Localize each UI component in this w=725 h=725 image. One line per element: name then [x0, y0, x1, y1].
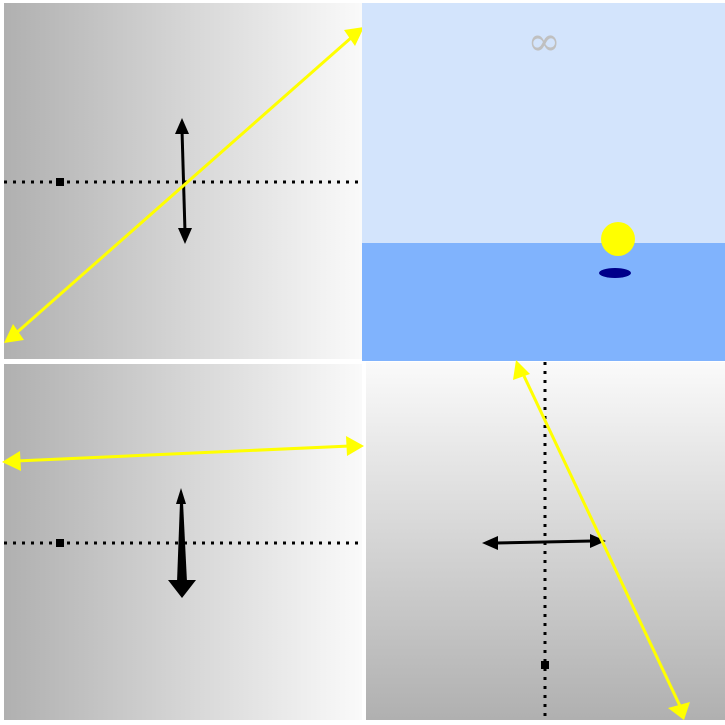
sun-icon — [601, 222, 635, 256]
ray-arrowhead-icon — [4, 324, 24, 343]
ground — [362, 243, 725, 361]
ray-arrowhead-icon — [2, 451, 21, 471]
light-ray — [4, 27, 364, 343]
ray-arrowhead-icon — [346, 436, 364, 456]
light-ray — [2, 436, 364, 471]
sky — [362, 3, 725, 243]
ray-arrowhead-icon — [668, 702, 690, 720]
panel-bottom-left — [2, 364, 364, 720]
shadow-icon — [599, 268, 631, 278]
lens-arrow-icon — [175, 118, 192, 244]
ray-arrowhead-icon — [344, 27, 364, 46]
ray-arrowhead-icon — [513, 360, 530, 380]
focal-point-marker — [56, 539, 64, 547]
panel-top-left — [4, 3, 364, 359]
object-arrow-icon — [168, 488, 196, 598]
infinity-symbol: ∞ — [527, 19, 560, 65]
panel-top-right: ∞ — [362, 3, 725, 361]
lens-arrow-icon — [482, 534, 606, 550]
focal-point-marker — [56, 178, 64, 186]
panel-bottom-right — [366, 360, 725, 720]
focal-point-marker — [541, 661, 549, 669]
light-ray — [513, 360, 690, 720]
